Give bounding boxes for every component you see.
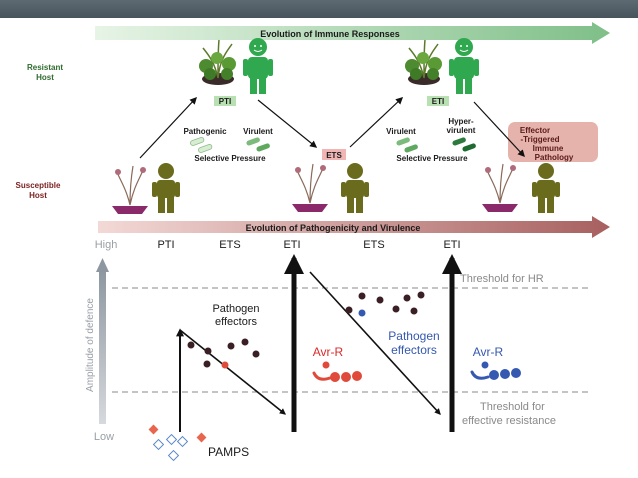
pathogen-effectors-right-line1: Pathogen: [388, 329, 439, 343]
phase-label-pti: PTI: [157, 239, 174, 251]
susceptible-person-icon: [152, 163, 180, 213]
pathogen-effectors-right-line2: effectors: [391, 343, 437, 357]
avr-r-blue-icon: [470, 361, 521, 380]
y-axis-title: Amplitude of defence: [85, 298, 96, 392]
ets-badge-label: ETS: [326, 151, 342, 160]
selective-pressure-left-label: Selective Pressure: [194, 154, 266, 163]
avr-r-blue-label: Avr-R: [473, 345, 504, 359]
virulent-right-label: Virulent: [386, 127, 416, 136]
phase-label-eti: ETI: [283, 239, 300, 251]
pathogenic-label: Pathogenic: [183, 127, 227, 136]
immune-evolution-arrow: Evolution of Immune Responses: [95, 22, 610, 44]
evolution-arrow: [349, 97, 404, 148]
pathogen-icon: [190, 137, 270, 153]
susceptible-person-icon: [532, 163, 560, 213]
immune-evolution-label: Evolution of Immune Responses: [260, 29, 400, 39]
susceptible-host-label-line2: Host: [29, 191, 47, 200]
pathology-label-line4: Pathology: [535, 153, 574, 162]
hypervirulent-label-line2: virulent: [447, 126, 476, 135]
wilted-plant-icon: [112, 165, 148, 214]
ets-decline-arrow: [179, 329, 286, 415]
resistance-threshold-label-line2: effective resistance: [462, 415, 556, 427]
pathology-label-line1: Effector: [520, 126, 550, 135]
slide-top-bar: [0, 0, 638, 18]
pti-badge-label: PTI: [219, 97, 231, 106]
pathology-label-line3: Immune: [533, 144, 564, 153]
avr-r-red-icon: [312, 361, 362, 382]
susceptible-host-label-line1: Susceptible: [16, 181, 61, 190]
wilted-plant-icon: [482, 163, 518, 212]
wilted-plant-icon: [292, 163, 328, 212]
selective-pressure-right-label: Selective Pressure: [396, 154, 468, 163]
resistant-host-label-line1: Resistant: [27, 63, 63, 72]
plant-icon: [405, 39, 442, 85]
resistant-person-icon: [243, 38, 273, 94]
evolution-arrow: [139, 96, 197, 159]
y-axis-high-label: High: [95, 239, 118, 251]
plant-icon: [199, 39, 236, 85]
resistant-person-icon: [449, 38, 479, 94]
phase-label-ets: ETS: [363, 239, 384, 251]
pamps-label: PAMPS: [208, 445, 249, 459]
hr-threshold-label: Threshold for HR: [460, 273, 544, 285]
evolution-arrow: [257, 99, 318, 148]
ets-badge: [322, 149, 346, 160]
susceptible-person-icon: [341, 163, 369, 213]
pamps-icon: [148, 424, 207, 462]
resistant-host-label-line2: Host: [36, 73, 54, 82]
pti-badge: [214, 96, 236, 106]
pathology-label-line2: -Triggered: [520, 135, 559, 144]
virulent-left-label: Virulent: [243, 127, 273, 136]
effector-dots-left: [187, 338, 260, 369]
resistance-threshold-label-line1: Threshold for: [480, 401, 545, 413]
avr-r-red-label: Avr-R: [313, 345, 344, 359]
pathogen-icon: [396, 137, 476, 153]
phase-label-eti: ETI: [443, 239, 460, 251]
evolution-arrow: [473, 101, 525, 158]
hypervirulent-label-line1: Hyper-: [448, 117, 474, 126]
eti-badge: [427, 96, 449, 106]
pathogenicity-evolution-arrow: Evolution of Pathogenicity and Virulence: [98, 216, 610, 238]
eti-badge-label: ETI: [432, 97, 444, 106]
pathogenicity-evolution-label: Evolution of Pathogenicity and Virulence: [246, 223, 421, 233]
y-axis-low-label: Low: [94, 431, 114, 443]
ets-decline-arrow: [309, 271, 441, 415]
pathogen-effectors-left-line2: effectors: [215, 316, 257, 328]
effector-dots-right: [345, 291, 425, 317]
eti-pathology-box: [508, 122, 598, 162]
y-axis-arrow: [96, 258, 109, 424]
phase-label-ets: ETS: [219, 239, 240, 251]
pathogen-effectors-left-line1: Pathogen: [212, 303, 259, 315]
